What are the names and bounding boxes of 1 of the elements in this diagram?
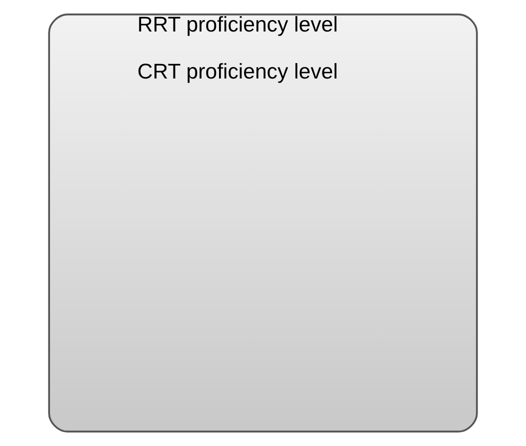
node-box: RRT proficiency level CRT proficiency level xyxy=(48,14,478,432)
